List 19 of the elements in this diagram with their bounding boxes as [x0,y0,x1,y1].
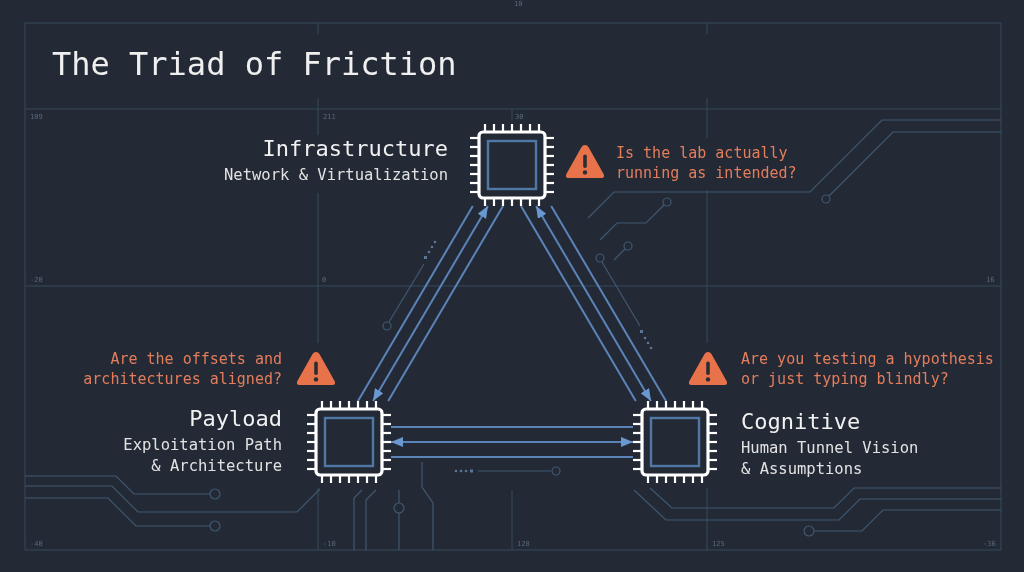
node-title: Payload [189,406,282,432]
node-subtitle: Exploitation Path & Architecture [122,435,282,477]
node-title: Infrastructure [262,136,448,162]
question-text: Are the offsets and architectures aligned? [82,349,282,389]
connector-line [390,456,634,458]
double-headed-arrow [535,205,652,402]
question-text: Are you testing a hypothesis or just typing blindly? [741,349,995,389]
connector-line [390,426,634,428]
node-subtitle: Human Tunnel Vision & Assumptions [741,438,920,480]
connector-line [520,205,637,402]
node-title: Cognitive [741,409,861,435]
diagram-title: The Triad of Friction [52,44,457,84]
connector-line [550,205,667,402]
connector-line [387,205,504,402]
double-headed-arrow [390,437,634,447]
connector-line [357,205,474,402]
node-subtitle: Network & Virtualization [224,165,448,186]
question-text: Is the lab actually running as intended? [616,143,798,183]
double-headed-arrow [372,205,489,402]
